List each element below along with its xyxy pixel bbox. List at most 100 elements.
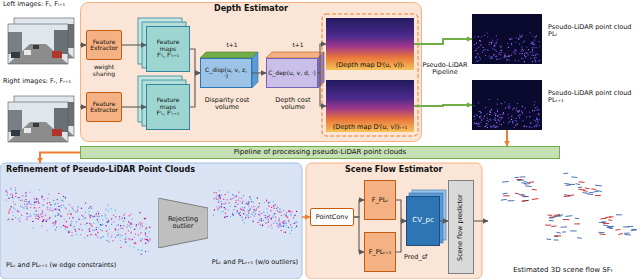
label-holder: PLₜ and PLₜ₊₁ (w edge constraints) xyxy=(6,262,156,269)
point xyxy=(43,219,44,220)
cost-volume: C_dep(u, v, d, ·)Depth cost volume xyxy=(266,58,318,88)
point xyxy=(248,217,249,218)
point xyxy=(511,38,512,39)
flow-vector xyxy=(618,233,623,235)
point xyxy=(120,228,121,229)
point xyxy=(45,220,46,221)
node-text: Fˡₜ, Fˡₜ₊₁ xyxy=(148,52,188,59)
point xyxy=(494,125,495,126)
point xyxy=(232,194,233,195)
point xyxy=(29,203,30,204)
node-text: Estimated 3D scene flow SFₜ xyxy=(492,267,634,275)
point xyxy=(515,53,516,54)
point xyxy=(251,206,252,207)
point xyxy=(257,222,258,223)
point xyxy=(271,218,272,219)
point xyxy=(496,59,497,60)
point xyxy=(42,205,43,206)
point xyxy=(476,48,477,49)
point xyxy=(217,208,218,209)
point xyxy=(106,240,107,241)
point xyxy=(247,204,248,205)
point xyxy=(500,54,501,55)
point xyxy=(10,189,11,190)
point xyxy=(489,99,490,100)
point xyxy=(130,223,131,224)
point xyxy=(30,192,31,193)
point xyxy=(474,123,475,124)
point xyxy=(270,210,271,211)
point xyxy=(529,126,530,127)
point xyxy=(259,219,260,220)
point xyxy=(259,215,260,216)
point xyxy=(283,222,284,223)
point xyxy=(527,54,528,55)
point xyxy=(101,230,102,231)
point xyxy=(111,224,112,225)
point xyxy=(120,234,121,235)
point xyxy=(537,124,538,125)
point xyxy=(96,214,97,215)
point xyxy=(56,199,57,200)
point xyxy=(474,44,475,45)
point xyxy=(146,227,147,228)
flow-vector xyxy=(515,177,519,178)
point xyxy=(140,232,141,233)
panel-title: Depth Estimator xyxy=(214,5,288,14)
point xyxy=(50,204,51,205)
point xyxy=(276,208,277,209)
point xyxy=(493,41,494,42)
point xyxy=(489,56,490,57)
point xyxy=(496,41,497,42)
point xyxy=(536,118,537,119)
point xyxy=(82,229,83,230)
point xyxy=(10,187,11,188)
point xyxy=(496,35,497,36)
node-text: PointConv xyxy=(312,214,352,221)
point xyxy=(279,226,280,227)
point xyxy=(508,56,509,57)
point xyxy=(503,122,504,123)
point xyxy=(121,218,122,219)
point xyxy=(76,221,77,222)
point xyxy=(71,232,72,233)
point xyxy=(478,36,479,37)
point xyxy=(81,208,82,209)
point xyxy=(126,242,127,243)
point xyxy=(115,216,116,217)
point xyxy=(225,209,226,210)
node-text: C_disp(u, v, z, ·) xyxy=(202,67,250,80)
point xyxy=(129,246,130,247)
point xyxy=(8,212,9,213)
point xyxy=(13,198,14,199)
point xyxy=(45,213,46,214)
point xyxy=(538,61,539,62)
point xyxy=(492,56,493,57)
point xyxy=(266,200,267,201)
point xyxy=(479,123,480,124)
point xyxy=(65,197,66,198)
point xyxy=(149,227,150,228)
point xyxy=(496,56,497,57)
point xyxy=(221,194,222,195)
point xyxy=(216,199,217,200)
point xyxy=(110,208,111,209)
point xyxy=(498,59,499,60)
node-text: Depth cost volume xyxy=(267,97,319,111)
point xyxy=(27,216,28,217)
point xyxy=(516,37,517,38)
flow-vector xyxy=(624,233,629,234)
point xyxy=(97,232,98,233)
point xyxy=(490,112,491,113)
point xyxy=(478,60,479,61)
point xyxy=(45,215,46,216)
point xyxy=(530,116,531,117)
point xyxy=(526,52,527,53)
point xyxy=(225,202,226,203)
point xyxy=(57,215,58,216)
point xyxy=(506,60,507,61)
point xyxy=(26,203,27,204)
point xyxy=(88,229,89,230)
point xyxy=(271,225,272,226)
point xyxy=(539,46,540,47)
